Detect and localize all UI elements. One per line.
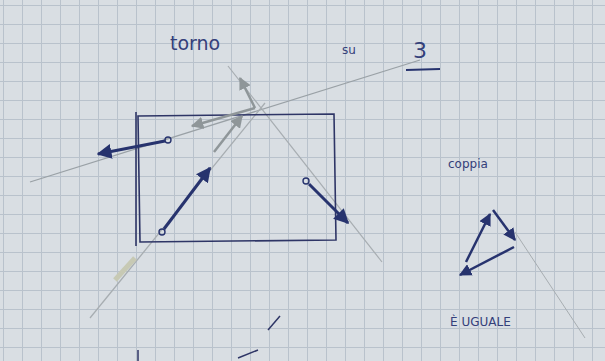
- step-number: 3: [413, 40, 427, 62]
- handwritten-note: su: [342, 44, 356, 56]
- handwritten-note: torno: [170, 34, 220, 53]
- handwritten-note: È UGUALE: [450, 316, 511, 328]
- handwritten-note: coppia: [448, 158, 488, 170]
